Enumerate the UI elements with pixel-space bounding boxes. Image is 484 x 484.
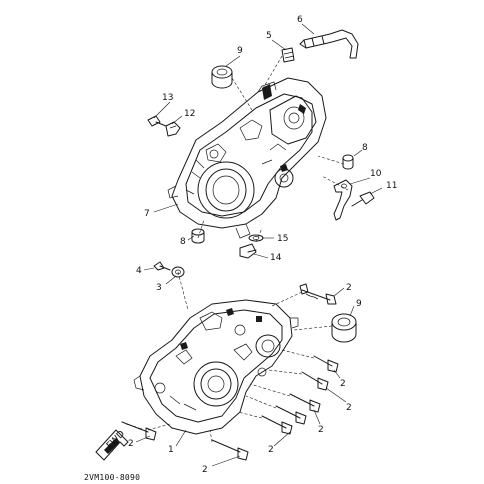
callout-8-right: 8 (362, 143, 368, 153)
hose-clip (165, 121, 181, 137)
callout-leaders (135, 23, 383, 467)
clutch-cable-bracket (333, 179, 353, 221)
clip-screw (147, 115, 167, 127)
crankcase-bolts (121, 283, 339, 461)
callout-15: 15 (277, 234, 288, 244)
drain-plug (239, 243, 257, 259)
callout-3: 3 (156, 283, 162, 293)
callout-2-top: 2 (346, 283, 352, 293)
callout-2-r3: 2 (318, 425, 324, 435)
dowel-pin-left (191, 228, 205, 244)
fwd-label: FWD (105, 429, 127, 451)
callout-2-bottom: 2 (202, 465, 208, 475)
crankcase-right-half (133, 299, 299, 435)
callout-8-left: 8 (180, 237, 186, 247)
callout-4: 4 (136, 266, 142, 276)
washer (248, 234, 264, 242)
callout-7: 7 (144, 209, 150, 219)
callout-6: 6 (297, 15, 303, 25)
callout-2-r2: 2 (346, 403, 352, 413)
bracket-bolt (351, 191, 375, 207)
callout-10: 10 (370, 169, 382, 179)
callout-1: 1 (168, 445, 174, 455)
forward-arrow-icon: FWD (95, 429, 129, 461)
callout-11: 11 (386, 181, 397, 191)
callout-2-r1: 2 (340, 379, 346, 389)
stud-bolt (153, 261, 171, 271)
callout-2-r4: 2 (268, 445, 274, 455)
breather-fitting (281, 47, 295, 63)
bushing-lower (331, 313, 357, 343)
callout-2-left: 2 (128, 439, 134, 449)
callout-5: 5 (266, 31, 272, 41)
callout-labels: 9 5 6 13 12 8 10 11 7 8 15 14 4 3 2 9 2 … (128, 15, 397, 475)
callout-9-upper: 9 (237, 46, 243, 56)
alignment-lines (147, 55, 349, 443)
callout-9-lower: 9 (356, 299, 362, 309)
breather-hose (299, 29, 359, 59)
diagram-code: 2VM100-8090 (84, 473, 140, 482)
callout-13: 13 (162, 93, 173, 103)
bushing-upper (211, 65, 233, 89)
callout-12: 12 (184, 109, 195, 119)
o-ring-washer (171, 266, 185, 278)
crankcase-left-half (167, 77, 327, 239)
callout-14: 14 (270, 253, 282, 263)
dowel-pin-right (342, 154, 354, 170)
